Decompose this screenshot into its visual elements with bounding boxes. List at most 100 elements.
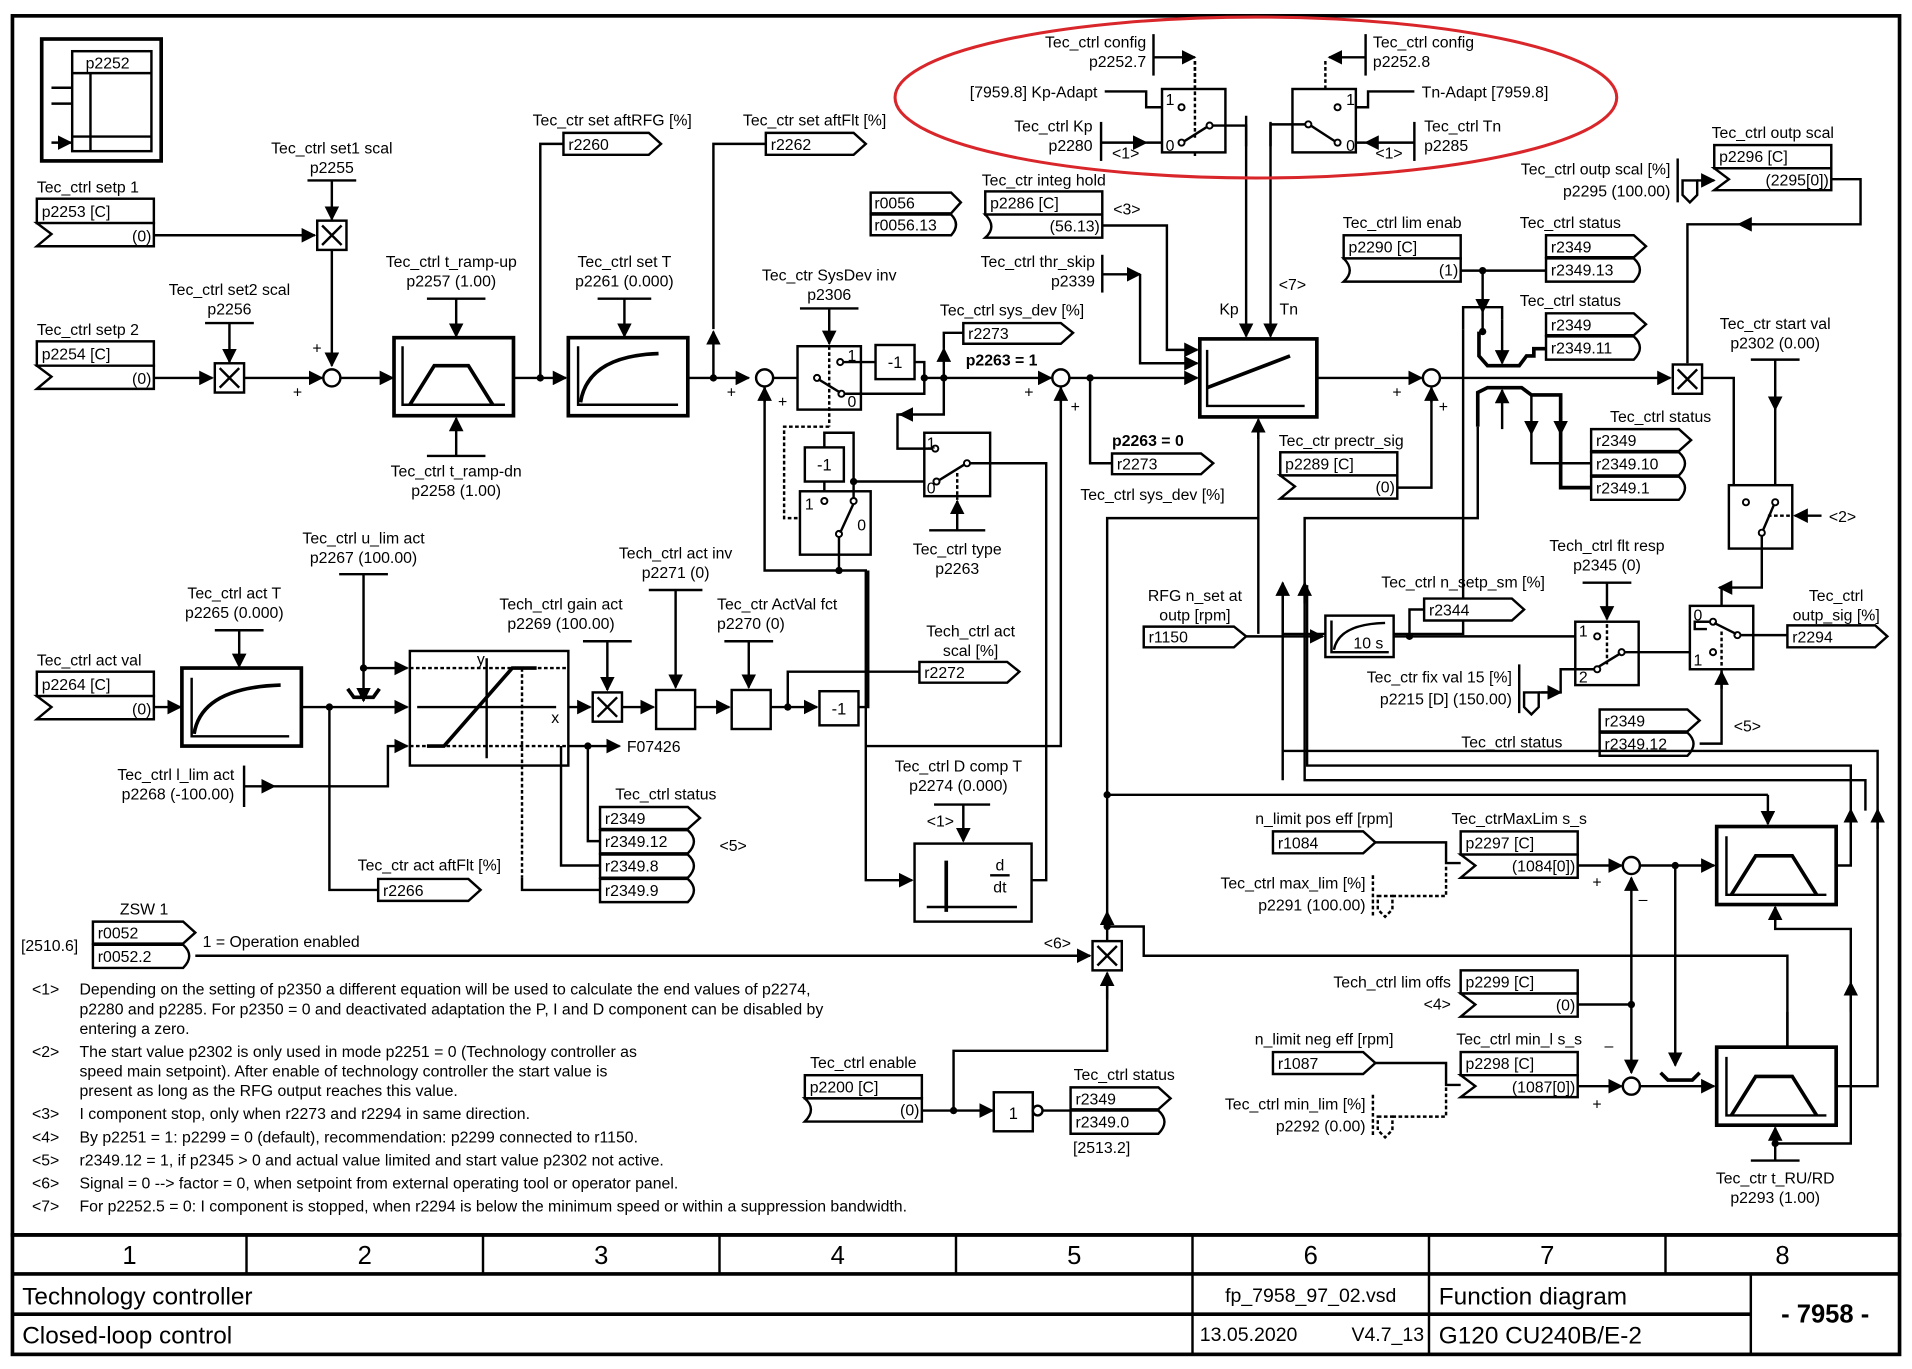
diagram-label: -1 <box>888 354 903 372</box>
status-actual-output[interactable]: Tec_ctrl status r2349 r2349.12 r2349.8 r… <box>598 787 747 904</box>
n-limit-neg-output[interactable]: n_limit neg eff [rpm] r1087 <box>1255 1032 1394 1076</box>
summing-junction <box>322 368 342 388</box>
diagram-label: r2260 <box>568 137 609 154</box>
setpoint1-label: Tec_ctrl setp 1 <box>37 180 139 197</box>
rfg-nset-output[interactable]: RFG n_set at outp [rpm] r1150 <box>1142 588 1249 649</box>
integ-hold-connector[interactable]: Tec_ctr integ hold p2286 [C] (56.13) <3> <box>982 172 1141 239</box>
footnote-text: speed main setpoint). After enable of te… <box>79 1063 607 1080</box>
diagram-label: p2292 (0.00) <box>1276 1118 1366 1135</box>
footnote-text: The start value p2302 is only used in mo… <box>79 1044 636 1061</box>
setpoint1-connector[interactable]: Tec_ctrl setp 1 p2253 [C] (0) <box>33 180 156 248</box>
doc-type: Function diagram <box>1439 1283 1627 1310</box>
footnote-text: Signal = 0 --> factor = 0, when setpoint… <box>79 1176 678 1193</box>
n-setp-sm-output[interactable]: Tec_ctrl n_setp_sm [%] r2344 <box>1381 575 1545 622</box>
set-aft-rfg-output[interactable]: Tec_ctr set aftRFG [%] r2260 <box>533 113 692 157</box>
diagram-label: r2344 <box>1429 603 1470 620</box>
column-number: 8 <box>1775 1242 1789 1270</box>
diagram-label: Tec_ctrl act val <box>37 653 142 670</box>
diagram-label: Tec_ctrMaxLim s_s <box>1451 811 1587 828</box>
n-limit-pos-output[interactable]: n_limit pos eff [rpm] r1084 <box>1255 811 1393 855</box>
sys-dev-output-0[interactable]: p2263 = 0 r2273 Tec_ctrl sys_dev [%] <box>1080 433 1224 504</box>
diagram-label: p2286 [C] <box>990 195 1059 212</box>
diagram-label: 0 <box>857 517 866 534</box>
integ-hold-source[interactable]: r0056 r0056.13 <box>869 191 963 237</box>
diagram-label: r2349.11 <box>1551 341 1613 358</box>
outp-sig-output[interactable]: Tec_ctrl outp_sig [%] r2294 <box>1786 588 1890 649</box>
footnote-text: Depending on the setting of p2350 a diff… <box>79 982 810 999</box>
l-lim-param: Tec_ctrl l_lim act p2268 (-100.00) <box>117 738 409 808</box>
outp-scal-connector[interactable]: Tec_ctrl outp scal p2296 [C] (2295[0]) <box>1710 125 1834 192</box>
diagram-label: p2302 (0.00) <box>1730 336 1820 353</box>
enable-status-output[interactable]: Tec_ctrl status r2349 r2349.0 [2513.2] <box>1069 1067 1175 1157</box>
diagram-label: p2295 (100.00) <box>1563 183 1670 200</box>
column-number: 5 <box>1067 1242 1081 1270</box>
pt1-filter-setpoint <box>566 335 690 418</box>
setpoint2-connector[interactable]: Tec_ctrl setp 2 p2254 [C] (0) <box>33 322 156 391</box>
diagram-label: r1087 <box>1278 1056 1318 1073</box>
setpoint1-value: (0) <box>132 228 151 245</box>
multiplier-set1 <box>315 219 348 252</box>
plus-sign: + <box>778 394 787 411</box>
diagram-label: Kp <box>1219 302 1239 319</box>
min-lim-ss-connector[interactable]: Tec_ctrl min_l s_s p2298 [C] (1087[0]) <box>1456 1032 1582 1099</box>
diagram-label: 1 <box>1579 623 1588 640</box>
diagram-label: r2349.12 <box>605 834 668 851</box>
max-lim-ss-connector[interactable]: Tec_ctrMaxLim s_s p2297 [C] (1084[0]) <box>1451 811 1587 879</box>
minus-sign: – <box>1605 1038 1614 1055</box>
footnote-text: r2349.12 = 1, if p2345 > 0 and actual va… <box>79 1152 663 1169</box>
diagram-label: Tec_ctrl status <box>1074 1067 1175 1084</box>
status-12b-output[interactable]: r2349 r2349.12 Tec_ctrl status <5> <box>1461 708 1761 758</box>
diagram-label: Tec_ctr set aftRFG [%] <box>533 113 692 130</box>
diagram-label: p2263 <box>935 561 979 578</box>
diagram-label: <4> <box>1424 996 1451 1013</box>
lim-enab-connector[interactable]: Tec_ctrl lim enab p2290 [C] (1) <box>1340 215 1462 283</box>
status-13-output[interactable]: Tec_ctrl status r2349 r2349.13 <box>1520 215 1648 283</box>
status-10-1-output[interactable]: Tec_ctrl status r2349 r2349.10 r2349.1 <box>1589 409 1711 502</box>
diagram-label: 1 <box>1694 653 1703 670</box>
footnote-text: By p2251 = 1: p2299 = 0 (default), recom… <box>79 1129 637 1146</box>
tn-adaptation: Tec_ctrl config p2252.8 Tn-Adapt [7959.8… <box>1269 34 1548 162</box>
act-aft-flt-output[interactable]: Tec_ctr act aftFlt [%] r2266 <box>358 857 501 903</box>
diagram-label: Tec_ctr fix val 15 [%] <box>1367 670 1512 687</box>
column-number: 7 <box>1540 1242 1554 1270</box>
diagram-label: p2200 [C] <box>810 1079 879 1096</box>
sys-dev-output-1[interactable]: Tec_ctrl sys_dev [%] r2273 p2263 = 1 <box>940 303 1084 370</box>
lim-offs-connector[interactable]: Tech_ctrl lim offs <4> p2299 [C] (0) <box>1333 969 1579 1018</box>
ramp-limiter-max <box>1714 824 1838 907</box>
status-11-output[interactable]: Tec_ctrl status r2349 r2349.11 <box>1520 293 1648 361</box>
diagram-label: (0) <box>1556 998 1575 1015</box>
act-scal-output[interactable]: Tech_ctrl act scal [%] r2272 <box>918 623 1022 684</box>
diagram-label: n_limit neg eff [rpm] <box>1255 1032 1394 1049</box>
diagram-label: (0) <box>132 701 151 718</box>
diagram-label: Tec_ctrl lim enab <box>1343 215 1462 232</box>
diagram-label: RFG n_set at <box>1148 588 1243 605</box>
diagram-label: p2267 (100.00) <box>310 550 417 567</box>
diagram-label: <5> <box>720 838 747 855</box>
gain-param: Tech_ctrl gain act p2269 (100.00) <box>499 597 632 692</box>
footnote-tag: <2> <box>32 1044 59 1061</box>
act-val-connector[interactable]: Tec_ctrl act val p2264 [C] (0) <box>33 653 156 721</box>
plus-sign: + <box>293 384 302 401</box>
diagram-label: <7> <box>1279 277 1306 294</box>
enable-connector[interactable]: Tec_ctrl enable p2200 [C] (0) <box>801 1055 924 1123</box>
diagram-label: r2294 <box>1792 629 1833 646</box>
multiplier-output <box>1671 363 1704 395</box>
diagram-title: Technology controller <box>22 1283 252 1310</box>
prectr-connector[interactable]: Tec_ctr prectr_sig p2289 [C] (0) <box>1276 433 1404 500</box>
zsw1-connector[interactable]: ZSW 1 [2510.6] r0052 r0052.2 1 = Operati… <box>21 901 360 970</box>
min-lim-param: Tec_ctrl min_lim [%] p2292 (0.00) <box>1225 1087 1448 1140</box>
diagram-label: p2280 <box>1049 138 1093 155</box>
diagram-label: r2349.13 <box>1551 263 1614 280</box>
limiter-actual: y x <box>408 649 570 878</box>
diagram-label: r2349.0 <box>1075 1115 1129 1132</box>
set-aft-flt-output[interactable]: Tec_ctr set aftFlt [%] r2262 <box>743 113 886 157</box>
diagram-label: -1 <box>832 700 847 718</box>
summing-junction-precontrol <box>1051 368 1071 388</box>
diagram-label: p2297 [C] <box>1466 835 1535 852</box>
diagram-label: p2268 (-100.00) <box>122 787 235 804</box>
diagram-label: p2274 (0.000) <box>909 778 1008 795</box>
footnote-text: For p2252.5 = 0: I component is stopped,… <box>79 1199 906 1216</box>
diagram-label: 1 <box>805 497 814 514</box>
diagram-label: (0) <box>900 1102 919 1119</box>
